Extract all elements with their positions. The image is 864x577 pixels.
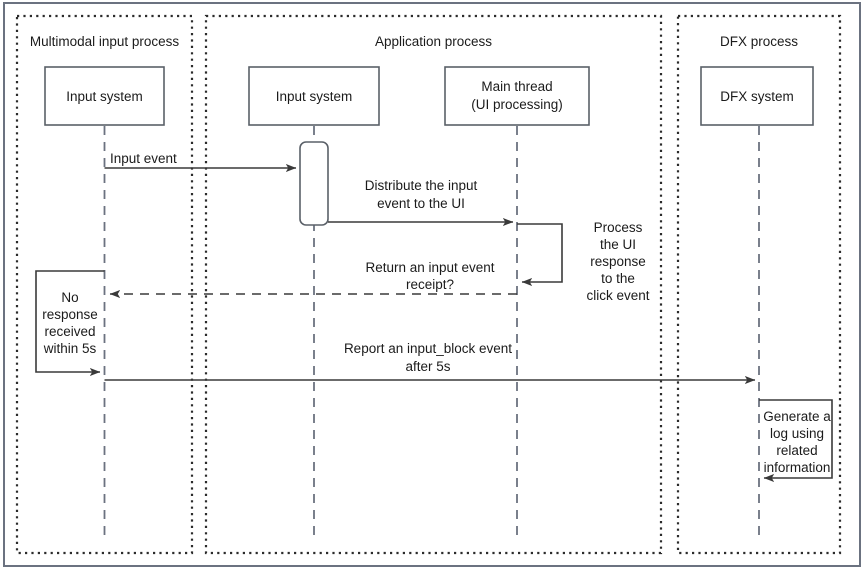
actor-head-mm-input-system[interactable]: Input system [44, 66, 165, 126]
self-message-label-process-line1: Process [594, 220, 643, 235]
self-message-label-genlog-line1: Generate a [763, 409, 831, 424]
message-return-input-event-receipt[interactable]: Return an input event receipt? [109, 260, 517, 299]
actor-label-main-thread-line1: Main thread [481, 79, 552, 94]
actor-label-mm-input-system: Input system [66, 89, 143, 104]
self-message-label-genlog-line3: related [776, 443, 817, 458]
lane-box-multimodal [15, 14, 194, 555]
lane-title-multimodal: Multimodal input process [30, 34, 180, 49]
self-message-label-noresp-line4: within 5s [43, 341, 97, 356]
message-report-input-block-event[interactable]: Report an input_block event after 5s [104, 341, 756, 385]
self-message-label-process-line2: the UI [600, 237, 636, 252]
actor-label-dfx-system: DFX system [720, 89, 794, 104]
actor-head-dfx-system[interactable]: DFX system [700, 66, 814, 126]
message-label-return-line2: receipt? [406, 277, 454, 292]
lane-title-dfx: DFX process [720, 34, 798, 49]
self-message-label-process-line4: to the [601, 271, 635, 286]
lane-box-application [204, 14, 663, 555]
actor-head-main-thread[interactable]: Main thread (UI processing) [444, 66, 590, 126]
actor-label-main-thread-line2: (UI processing) [471, 97, 563, 112]
message-label-return-line1: Return an input event [365, 260, 494, 275]
self-message-label-genlog-line2: log using [770, 426, 824, 441]
self-message-generate-log[interactable]: Generate a log using related information [759, 399, 833, 483]
lane-box-dfx [676, 14, 842, 555]
self-message-label-genlog-line4: information [764, 460, 831, 475]
message-label-report-line1: Report an input_block event [344, 341, 512, 356]
message-label-distribute-line1: Distribute the input [365, 178, 478, 193]
actor-head-app-input-system[interactable]: Input system [248, 66, 380, 126]
message-input-event[interactable]: Input event [104, 151, 297, 173]
self-message-process-ui-response[interactable]: Process the UI response to the click eve… [517, 220, 650, 303]
actor-label-app-input-system: Input system [276, 89, 353, 104]
self-message-label-noresp-line1: No [61, 290, 78, 305]
message-label-report-line2: after 5s [405, 359, 450, 374]
activation-app-input-system [299, 141, 329, 226]
self-message-label-process-line5: click event [586, 288, 649, 303]
message-distribute-input-event[interactable]: Distribute the input event to the UI [328, 178, 514, 227]
self-message-label-noresp-line2: response [42, 307, 98, 322]
message-label-input-event: Input event [110, 151, 177, 166]
message-label-distribute-line2: event to the UI [377, 196, 465, 211]
lane-title-application: Application process [375, 34, 492, 49]
self-message-label-noresp-line3: received [44, 324, 95, 339]
self-message-label-process-line3: response [590, 254, 646, 269]
self-message-no-response-received[interactable]: No response received within 5s [35, 270, 105, 377]
